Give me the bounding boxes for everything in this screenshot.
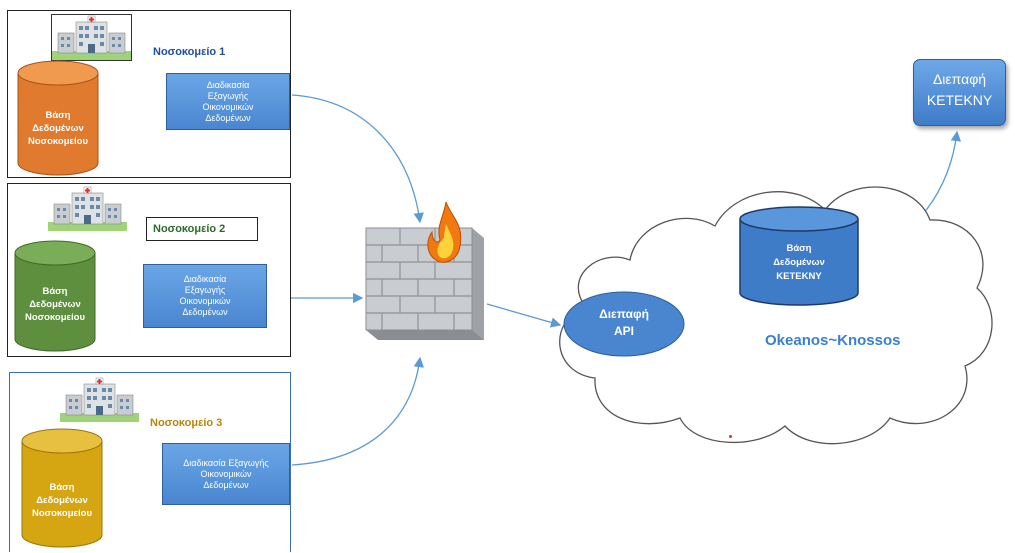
ketekny-database-icon xyxy=(739,206,859,306)
hospital-2-database-icon xyxy=(14,240,96,352)
hospital-1-name: Νοσοκομείο 1 xyxy=(153,46,226,58)
hospital-building-icon xyxy=(51,14,132,61)
hospital-1-database-icon xyxy=(17,60,99,176)
firewall-icon xyxy=(365,201,484,340)
hospital-3-database-icon xyxy=(21,428,103,548)
api-ellipse xyxy=(563,291,685,357)
arrow-hospital1-to-firewall xyxy=(291,94,424,224)
hospital-building-icon xyxy=(48,186,127,232)
cloud-label: Okeanos~Knossos xyxy=(765,332,901,349)
hospital-building-icon xyxy=(60,377,139,423)
marker-dot xyxy=(729,435,732,438)
hospital-3-name: Νοσοκομείο 3 xyxy=(150,417,223,429)
hospital-2-name: Νοσοκομείο 2 xyxy=(146,217,258,241)
arrow-hospital3-to-firewall xyxy=(291,356,424,466)
arrow-firewall-to-api xyxy=(486,303,562,328)
cloud-shape xyxy=(559,186,993,445)
